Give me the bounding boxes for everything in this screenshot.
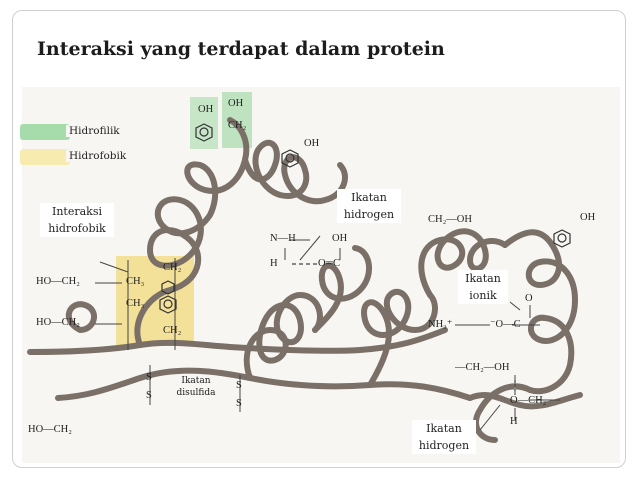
chem-o-double: O [525, 293, 533, 304]
chem-ho-ch2-1: HO—CH₂ [36, 276, 80, 287]
label-disulfide-bond: Ikatan disulfida [170, 375, 222, 399]
chem-ch3-2: CH₃ [126, 298, 145, 309]
chem-oh-acid: OH [332, 233, 348, 244]
chem-nh3: NH₃⁺ [428, 319, 453, 330]
legend-swatch-hydrophobic [20, 149, 70, 165]
protein-backbone [27, 117, 583, 443]
chem-ch2-b: CH₂ [163, 325, 182, 336]
label-line: hidrogen [343, 208, 395, 221]
side-chain-bonds [95, 235, 560, 431]
chem-oh-1: OH [198, 104, 214, 115]
label-line: Ikatan [351, 191, 387, 204]
chem-ch2-a: CH₂ [163, 262, 182, 273]
chem-s1: S [146, 372, 152, 383]
legend-label-hydrophilic: Hidrofilik [66, 125, 123, 137]
label-hydrogen-bond-top: Ikatan hidrogen [337, 189, 401, 223]
legend-swatch-hydrophilic [20, 124, 70, 140]
chem-nh: N—H [270, 233, 296, 244]
chem-ch2-oh-top: CH₂—OH [428, 214, 472, 225]
slide-title: Interaksi yang terdapat dalam protein [37, 38, 445, 60]
chem-o-ch2: O—CH₂ [510, 395, 547, 406]
chem-h: H [270, 258, 278, 269]
label-line: Ikatan [465, 272, 501, 285]
chem-s2: S [146, 390, 152, 401]
chem-s4: S [236, 398, 242, 409]
chem-ho-ch2-2: HO—CH₂ [36, 317, 80, 328]
chem-oh-3: OH [304, 138, 320, 149]
hydrogen-bond-dashes [292, 263, 516, 395]
chem-ch3-1: CH₃ [126, 276, 145, 287]
chem-o-minus-c: ⁻O—C [490, 319, 521, 330]
label-line: Ikatan [426, 422, 462, 435]
label-line: Ikatan [181, 376, 211, 386]
label-ionic-bond: Ikatan ionik [458, 270, 508, 304]
label-line: ionik [469, 289, 497, 302]
label-hydrophobic-interaction: Interaksi hidrofobik [40, 203, 114, 237]
legend-label-hydrophobic: Hidrofobik [66, 150, 130, 162]
chem-o-c: O═C [318, 258, 341, 269]
label-line: disulfida [176, 388, 216, 398]
label-line: hidrofobik [48, 222, 106, 235]
chem-oh-2: OH [228, 98, 244, 109]
chem-oh-4: OH [580, 212, 596, 223]
chem-h-bottom: H [510, 416, 518, 427]
label-hydrogen-bond-bottom: Ikatan hidrogen [412, 420, 476, 454]
chem-ch2-oh-mid: —CH₂—OH [455, 362, 510, 373]
chem-ho-ch2-3: HO—CH₂ [28, 424, 72, 435]
label-line: Interaksi [51, 205, 102, 218]
label-line: hidrogen [418, 439, 470, 452]
chem-ch2-c: CH₂ [228, 120, 247, 131]
chem-s3: S [236, 380, 242, 391]
phenyl-rings [159, 123, 571, 314]
